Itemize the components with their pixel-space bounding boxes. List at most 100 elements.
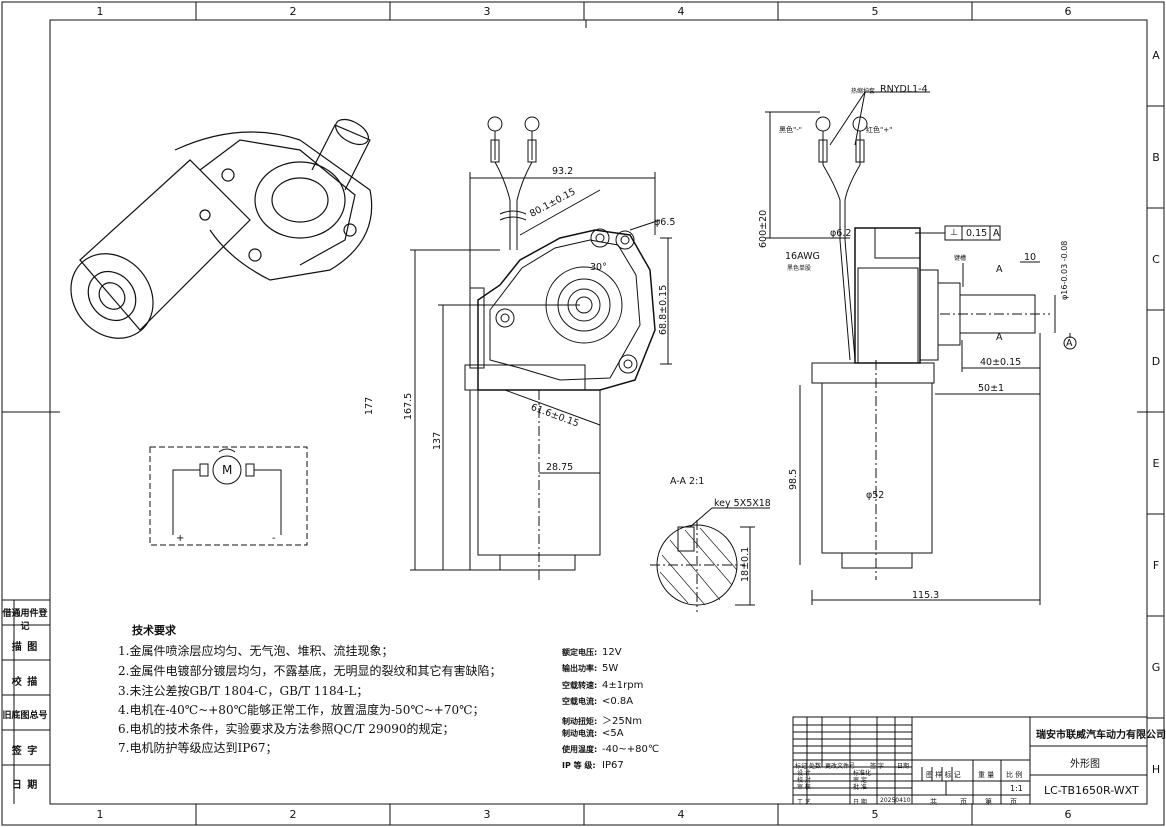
spec-label: 输出功率: [562, 664, 598, 673]
row-label: D [1151, 355, 1161, 368]
part-name: 外形图 [1070, 759, 1100, 770]
spec-row: 制动扭矩: ＞25Nm [562, 712, 642, 727]
spec-label: 使用温度: [562, 745, 598, 754]
tb-cell: 更改文件号 [825, 763, 856, 770]
spec-value: IP67 [602, 760, 624, 771]
motor-schematic-symbol [149, 446, 308, 546]
awg-sub-label: 黑色单股 [787, 265, 812, 272]
dim-label: 137 [432, 431, 443, 450]
tb-cell: 工 艺 [797, 799, 811, 806]
row-label: G [1151, 661, 1161, 674]
spec-value: <5A [602, 728, 624, 739]
dim-label: 18±0.1 [740, 546, 751, 582]
row-label: H [1151, 763, 1161, 776]
row-label: C [1152, 253, 1160, 266]
spec-value: <0.8A [602, 696, 634, 707]
column-label: 5 [871, 808, 879, 821]
dim-label: 50±1 [978, 383, 1005, 394]
spec-label: 额定电压: [562, 648, 598, 657]
side-label: 旧底图总号 [2, 711, 48, 721]
row-label: E [1152, 457, 1160, 470]
datum-circle-label: A [1066, 338, 1073, 349]
tb-cell: 重 量 [978, 771, 995, 779]
section-cut-label: A [996, 264, 1003, 275]
tb-cell: 共 [930, 798, 937, 806]
section-cut-label: A [996, 332, 1003, 343]
side-label: 日 期 [11, 780, 39, 791]
row-label: F [1152, 559, 1160, 572]
dim-label: 28.75 [546, 462, 574, 473]
motor-isometric-view [70, 118, 373, 339]
tech-requirement-item: 6.电机的技术条件，实验要求及方法参照QC/T 29090的规定； [118, 722, 455, 736]
column-label: 4 [677, 5, 685, 18]
row-label: A [1152, 49, 1160, 62]
spec-value: 4±1rpm [602, 680, 644, 691]
tech-requirement-item: 4.电机在-40℃~+80℃能够正常工作，放置温度为-50℃~+70℃； [118, 703, 485, 717]
dim-label: 68.8±0.15 [658, 284, 669, 335]
side-label: 校 描 [11, 677, 39, 688]
column-label: 6 [1064, 808, 1072, 821]
tb-cell: 比 例 [1006, 771, 1023, 779]
spec-row: IP 等 级: IP67 [562, 760, 624, 771]
dim-label: 10 [1024, 252, 1037, 263]
tb-cell: 页 [1010, 798, 1017, 806]
spec-row: 空载电流: <0.8A [562, 696, 633, 707]
tb-cell: 批 准 [853, 784, 867, 791]
spec-value: 12V [602, 647, 622, 658]
heat-shrink-label: 热缩护套 [851, 88, 876, 95]
spec-row: 制动电流: <5A [562, 728, 624, 739]
spec-value: ＞25Nm [602, 716, 642, 727]
motor-letter: M [222, 463, 233, 477]
flatness-symbol: ⊥ [950, 228, 958, 238]
tb-cell: 签 字 [870, 763, 884, 770]
column-label: 3 [483, 5, 491, 18]
column-label: 3 [483, 808, 491, 821]
dim-label: 115.3 [912, 590, 940, 601]
tb-cell: 第 [985, 798, 992, 806]
tb-cell: 日 期 [853, 799, 867, 806]
tb-cell: 标记 [795, 763, 808, 770]
minus-terminal: - [272, 533, 276, 544]
tech-requirements-title: 技术要求 [132, 624, 176, 637]
scale-value: 1:1 [1010, 784, 1023, 793]
spec-label: 空载电流: [562, 697, 598, 706]
plus-terminal: + [176, 533, 185, 544]
section-title: A-A 2:1 [670, 476, 705, 487]
flatness-value: 0.15 [966, 228, 988, 239]
dim-label: φ6.5 [654, 217, 676, 228]
side-label: 借通用件登记 [2, 609, 48, 632]
dim-label: 30° [590, 262, 607, 273]
column-label: 1 [96, 5, 104, 18]
tech-requirement-item: 3.未注公差按GB/T 1804-C，GB/T 1184-L； [118, 684, 369, 698]
spec-value: 5W [602, 663, 619, 674]
spec-label: 空载转速: [562, 681, 598, 690]
tb-cell: 标准化 [853, 770, 872, 777]
spec-value: -40~+80℃ [602, 744, 660, 755]
tech-requirement-item: 7.电机防护等级应达到IP67； [118, 741, 278, 755]
spec-row: 空载转速: 4±1rpm [562, 680, 643, 691]
dim-label: φ16-0.03 -0.08 [1060, 240, 1069, 300]
tb-cell: 设 计 [797, 770, 811, 777]
dim-label: 40±0.15 [980, 357, 1022, 368]
spec-row: 输出功率: 5W [562, 663, 618, 674]
wire-minus-label: 黑色"-" [779, 126, 802, 134]
company-name: 瑞安市联威汽车动力有限公司 [1036, 730, 1166, 741]
spec-label: 制动电流: [562, 729, 598, 738]
tb-cell: 页 [960, 798, 967, 806]
tb-cell: 审 核 [797, 784, 811, 791]
dim-label: φ52 [866, 490, 885, 501]
spec-row: 使用温度: -40~+80℃ [562, 744, 659, 755]
spec-label: IP 等 级: [562, 761, 596, 770]
tech-requirement-item: 2.金属件电镀部分镀层均匀，不露基底，无明显的裂纹和其它有害缺陷； [118, 664, 502, 678]
side-label: 描 图 [11, 642, 39, 653]
column-label: 6 [1064, 5, 1072, 18]
side-label: 签 字 [11, 746, 39, 757]
tb-cell: 图 样 标 记 [926, 771, 961, 779]
spec-label: 制动扭矩: [562, 717, 598, 726]
datum-letter: A [993, 228, 1000, 239]
keyway-note: 键槽 [954, 255, 967, 262]
title-block-lines [792, 716, 1148, 805]
front-view [410, 116, 672, 580]
dim-label: 98.5 [788, 468, 799, 490]
